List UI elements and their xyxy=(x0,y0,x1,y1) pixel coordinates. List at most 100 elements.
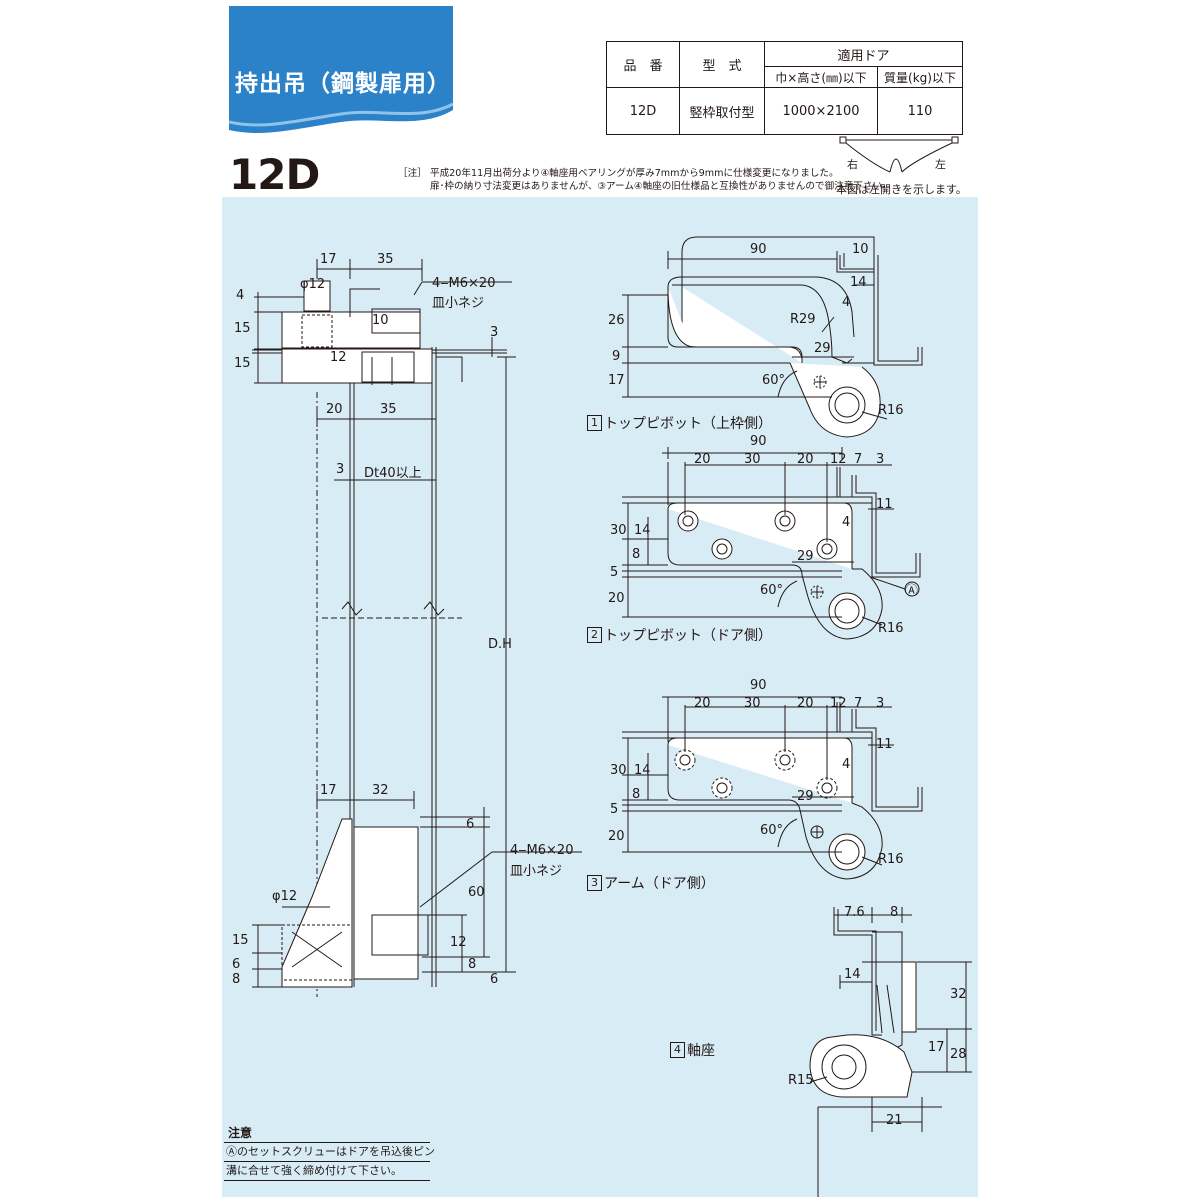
part3-arm-door xyxy=(622,696,923,880)
dim-p2-12: 12 xyxy=(830,452,847,467)
dim-p1-9: 9 xyxy=(612,349,621,364)
dim-left-10: 10 xyxy=(372,313,389,328)
dim-left-35a: 35 xyxy=(377,252,394,267)
dim-p2-3: 3 xyxy=(876,452,885,467)
dim-p1-29: 29 xyxy=(814,341,831,356)
dim-left-4: 4 xyxy=(236,288,245,303)
dim-left-15b: 15 xyxy=(234,356,251,371)
note-block: ［注］平成20年11月出荷分より④軸座用ベアリングが厚み7mmから9mmに仕様変… xyxy=(398,167,892,193)
dim-p4-28: 28 xyxy=(950,1047,967,1062)
dim-left-dt40: Dt40以上 xyxy=(364,466,422,481)
col-door: 適用ドア xyxy=(764,41,963,67)
dim-p4-7-6: 7.6 xyxy=(844,905,865,920)
cell-weight: 110 xyxy=(877,87,963,135)
door-icon-caption: 本図は左開きを示します。 xyxy=(836,183,967,196)
dim-left-17b: 17 xyxy=(320,783,337,798)
dim-p3-20v: 20 xyxy=(608,829,625,844)
technical-drawing xyxy=(252,236,972,1197)
dim-p4-32: 32 xyxy=(950,987,967,1002)
drawing-area: 17 35 4‒M6×20 皿小ネジ φ12 4 15 15 10 12 3 2… xyxy=(222,197,978,1197)
caution-line-1: Ⓐのセットスクリューはドアを吊込後ピン xyxy=(224,1143,435,1162)
note-line-2: 扉･枠の納り寸法変更はありませんが、③アーム④軸座の旧仕様品と互換性がありません… xyxy=(430,181,892,192)
dim-p2-7: 7 xyxy=(854,452,863,467)
dim-left-35b: 35 xyxy=(380,402,397,417)
dim-p1-26: 26 xyxy=(608,313,625,328)
dim-p1-90: 90 xyxy=(750,242,767,257)
dim-p3-20b: 20 xyxy=(797,696,814,711)
dim-p3-r16: R16 xyxy=(878,852,904,867)
dim-p2-30v: 30 xyxy=(610,523,627,538)
dim-p3-20a: 20 xyxy=(694,696,711,711)
dim-p2-60deg: 60° xyxy=(760,583,784,598)
dim-p2-8: 8 xyxy=(632,547,641,562)
dim-left-screw-top-2: 皿小ネジ xyxy=(432,296,485,311)
dim-left-12b: 12 xyxy=(450,935,467,950)
dim-p1-10: 10 xyxy=(852,242,869,257)
dim-p1-60deg: 60° xyxy=(762,373,786,388)
label-right: 右 xyxy=(847,158,858,171)
dim-p2-20v: 20 xyxy=(608,591,625,606)
dim-p2-11: 11 xyxy=(876,497,893,512)
left-elevation xyxy=(252,259,582,997)
dim-p2-r16: R16 xyxy=(878,621,904,636)
caution-title: 注意 xyxy=(228,1126,253,1140)
dim-left-screw-bot-2: 皿小ネジ xyxy=(510,864,563,879)
col-type: 型 式 xyxy=(679,41,765,88)
caution-line-2: 溝に合せて強く締め付けて下さい。 xyxy=(224,1162,430,1181)
dim-left-screw-top: 4‒M6×20 xyxy=(432,276,496,291)
dim-left-17a: 17 xyxy=(320,252,337,267)
dim-p3-7: 7 xyxy=(854,696,863,711)
col-weight: 質量(kg)以下 xyxy=(877,66,963,88)
banner-shape xyxy=(229,6,453,133)
dim-left-15a: 15 xyxy=(234,321,251,336)
door-swing-icon xyxy=(839,136,959,173)
part2-top-pivot-door xyxy=(622,447,921,640)
dim-left-3b: 3 xyxy=(336,462,345,477)
dim-left-15c: 15 xyxy=(232,933,249,948)
dim-p1-r29: R29 xyxy=(790,312,816,327)
dim-left-6a: 6 xyxy=(466,817,475,832)
dim-p2-4: 4 xyxy=(842,515,851,530)
dim-p2-mark-a: Ⓐ xyxy=(905,584,919,599)
dim-left-12a: 12 xyxy=(330,350,347,365)
dim-p4-21: 21 xyxy=(886,1113,903,1128)
dim-left-8a: 8 xyxy=(468,957,477,972)
dim-p3-8: 8 xyxy=(632,787,641,802)
dim-p4-r15: R15 xyxy=(788,1073,814,1088)
dim-p4-14: 14 xyxy=(844,967,861,982)
dim-left-phi12b: φ12 xyxy=(272,889,298,904)
caution-box: Ⓐのセットスクリューはドアを吊込後ピン 溝に合せて強く締め付けて下さい。 xyxy=(224,1142,435,1181)
dim-left-8b: 8 xyxy=(232,972,241,987)
spec-table: 品 番 型 式 適用ドア 巾×高さ(㎜)以下 質量(kg)以下 12D 竪枠取付… xyxy=(606,41,963,135)
dim-p1-14: 14 xyxy=(850,275,867,290)
dim-p1-r16: R16 xyxy=(878,403,904,418)
title-banner: 持出吊（鋼製扉用） xyxy=(229,6,453,134)
part4-shaft-seat xyxy=(809,907,972,1197)
dim-p2-5: 5 xyxy=(610,565,619,580)
page-title: 持出吊（鋼製扉用） xyxy=(235,71,451,97)
col-size: 巾×高さ(㎜)以下 xyxy=(764,66,878,88)
dim-p4-17: 17 xyxy=(928,1040,945,1055)
note-line-1: 平成20年11月出荷分より④軸座用ベアリングが厚み7mmから9mmに仕様変更にな… xyxy=(430,168,839,179)
dim-p3-3: 3 xyxy=(876,696,885,711)
dim-p3-4: 4 xyxy=(842,757,851,772)
cell-part-no: 12D xyxy=(606,87,680,135)
dim-p3-12: 12 xyxy=(830,696,847,711)
dim-p2-14: 14 xyxy=(634,523,651,538)
dim-left-32: 32 xyxy=(372,783,389,798)
dim-p3-29: 29 xyxy=(797,789,814,804)
dim-p1-4: 4 xyxy=(842,295,851,310)
dim-left-60: 60 xyxy=(468,885,485,900)
dim-left-screw-bot: 4‒M6×20 xyxy=(510,843,574,858)
dim-p3-90: 90 xyxy=(750,678,767,693)
dim-left-20: 20 xyxy=(326,402,343,417)
cell-type: 竪枠取付型 xyxy=(679,87,765,135)
dim-left-phi12a: φ12 xyxy=(300,277,326,292)
model-code: 12D xyxy=(229,150,320,199)
part1-top-pivot-frame xyxy=(622,236,923,438)
dim-p4-8: 8 xyxy=(890,905,899,920)
